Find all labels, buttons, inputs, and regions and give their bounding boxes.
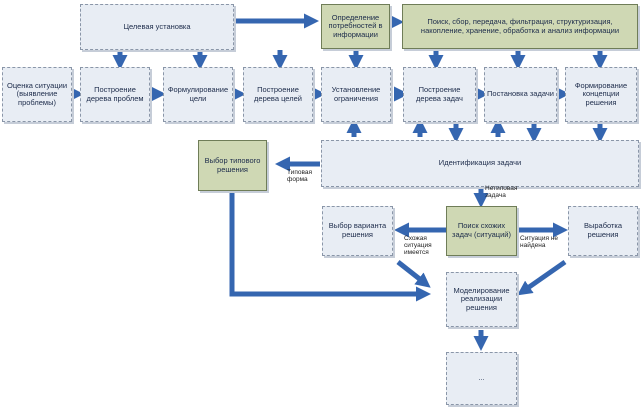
node-task-setting: Постановка задачи — [484, 67, 557, 122]
arrow — [396, 260, 431, 288]
edge-label-nontypical: Нетиповая задача — [485, 185, 518, 199]
node-variant: Выбор варианта решения — [322, 206, 393, 256]
node-similar: Поиск схожих задач (ситуаций) — [446, 206, 517, 256]
node-task-tree: Построение дерева задач — [403, 67, 476, 122]
edge-label-no-similar: Ситуация не найдена — [520, 235, 559, 249]
node-formulate: Формулирование цели — [163, 67, 233, 122]
arrow — [229, 192, 431, 302]
node-typical: Выбор типового решения — [198, 140, 267, 191]
node-problem-tree: Построение дерева проблем — [80, 67, 150, 122]
node-goal-tree: Построение дерева целей — [243, 67, 313, 122]
node-assess: Оценка ситуации (выявление проблемы) — [2, 67, 72, 122]
arrow — [517, 259, 567, 296]
node-final: ... — [446, 352, 517, 405]
node-info-need: Определение потребностей в информации — [321, 4, 390, 49]
node-target: Целевая установка — [80, 4, 234, 50]
node-concept: Формирование концепции решения — [565, 67, 637, 122]
edge-label-typical-form: Типовая форма — [287, 169, 312, 183]
node-constraints: Установление ограничения — [321, 67, 391, 122]
node-identification: Идентификация задачи — [321, 140, 639, 187]
node-model: Моделирование реализации решения — [446, 272, 517, 327]
edge-label-similar-exists: Схожая ситуация имеется — [404, 235, 432, 256]
node-develop: Выработка решения — [568, 206, 638, 256]
node-info-processing: Поиск, сбор, передача, фильтрация, струк… — [402, 4, 638, 49]
